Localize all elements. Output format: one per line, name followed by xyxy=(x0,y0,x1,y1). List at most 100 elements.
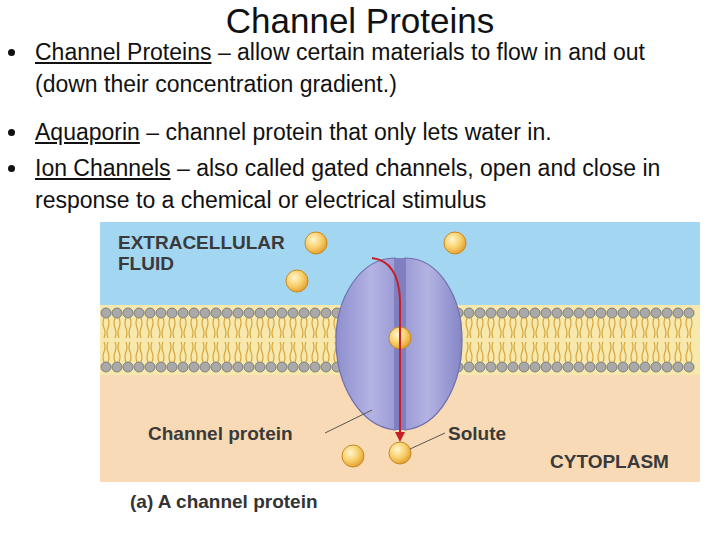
lipid-head xyxy=(244,362,254,372)
lipid-tail xyxy=(532,342,538,362)
lipid-head xyxy=(486,308,496,318)
part-label: Solute xyxy=(448,423,506,445)
lipid-tail xyxy=(554,318,560,338)
lipid-head xyxy=(607,308,617,318)
lipid-tail xyxy=(499,318,505,338)
lipid-tail xyxy=(653,318,659,338)
lipid-tail xyxy=(653,342,659,362)
lipid-head xyxy=(684,362,694,372)
lipid-head xyxy=(552,308,562,318)
lipid-head xyxy=(684,308,694,318)
lipid-tail xyxy=(125,342,131,362)
lipid-tail xyxy=(598,342,604,362)
lipid-tail xyxy=(466,318,472,338)
lipid-head xyxy=(563,362,573,372)
lipid-head xyxy=(475,308,485,318)
lipid-tail xyxy=(642,342,648,362)
lipid-head xyxy=(123,308,133,318)
lipid-head xyxy=(673,308,683,318)
lipid-tail xyxy=(675,318,681,338)
lipid-tail xyxy=(554,342,560,362)
lipid-head xyxy=(123,362,133,372)
lipid-head xyxy=(640,362,650,372)
lipid-tail xyxy=(103,342,109,362)
lipid-tail xyxy=(532,318,538,338)
lipid-head xyxy=(134,308,144,318)
lipid-head xyxy=(189,362,199,372)
lipid-head xyxy=(508,308,518,318)
lipid-tail xyxy=(620,318,626,338)
lipid-head xyxy=(508,362,518,372)
lipid-tail xyxy=(323,318,329,338)
lipid-tail xyxy=(565,342,571,362)
bullet-dot xyxy=(8,49,15,56)
lipid-tail xyxy=(114,318,120,338)
lipid-tail xyxy=(235,342,241,362)
lipid-head xyxy=(574,362,584,372)
lipid-head xyxy=(189,308,199,318)
lipid-tail xyxy=(664,318,670,338)
protein-half xyxy=(336,258,395,430)
lipid-tail xyxy=(136,342,142,362)
lipid-tail xyxy=(642,318,648,338)
lipid-tail xyxy=(191,318,197,338)
lipid-tail xyxy=(202,318,208,338)
lipid-head xyxy=(156,308,166,318)
lipid-tail xyxy=(268,342,274,362)
lipid-tail xyxy=(521,318,527,338)
lipid-tail xyxy=(191,342,197,362)
solutes xyxy=(286,232,466,467)
lipid-head xyxy=(244,308,254,318)
lipid-tail xyxy=(488,342,494,362)
slide-title: Channel Proteins xyxy=(0,0,720,42)
lipid-head xyxy=(321,362,331,372)
bullet-item: Channel Proteins– allow certain material… xyxy=(35,36,700,100)
lipid-tail xyxy=(587,318,593,338)
lipid-head xyxy=(266,362,276,372)
lipid-head xyxy=(211,362,221,372)
lipid-head xyxy=(167,362,177,372)
lipid-head xyxy=(277,308,287,318)
definition-text: – channel protein that only lets water i… xyxy=(146,119,551,145)
bullet-item: Ion Channels– also called gated channels… xyxy=(35,152,700,216)
lipid-head xyxy=(200,362,210,372)
lipid-tail xyxy=(565,318,571,338)
lipid-head xyxy=(497,362,507,372)
lipid-head xyxy=(321,308,331,318)
lipid-tail xyxy=(147,342,153,362)
lipid-tail xyxy=(312,318,318,338)
lipid-head xyxy=(211,308,221,318)
lipid-tail xyxy=(664,342,670,362)
lipid-tail xyxy=(180,318,186,338)
lipid-head xyxy=(673,362,683,372)
lipid-tail xyxy=(620,342,626,362)
lipid-tail xyxy=(202,342,208,362)
lipid-tail xyxy=(301,342,307,362)
lipid-head xyxy=(563,308,573,318)
lipid-head xyxy=(464,308,474,318)
lipid-head xyxy=(145,308,155,318)
lipid-tail xyxy=(125,318,131,338)
lipid-head xyxy=(178,362,188,372)
lipid-tail xyxy=(224,342,230,362)
bullet-dot xyxy=(8,129,15,136)
lipid-head xyxy=(629,362,639,372)
lipid-tail xyxy=(246,318,252,338)
lipid-tail xyxy=(301,318,307,338)
lipid-tail xyxy=(576,318,582,338)
lipid-head xyxy=(662,308,672,318)
lipid-tail xyxy=(477,342,483,362)
lipid-tail xyxy=(103,318,109,338)
lipid-tail xyxy=(268,318,274,338)
leader-line xyxy=(410,433,445,449)
lipid-tail xyxy=(686,318,692,338)
lipid-head xyxy=(310,308,320,318)
lipid-head xyxy=(541,362,551,372)
lipid-tail xyxy=(609,318,615,338)
lipid-tail xyxy=(477,318,483,338)
lipid-head xyxy=(277,362,287,372)
lipid-head xyxy=(530,308,540,318)
key-term: Aquaporin xyxy=(35,119,146,145)
lipid-head xyxy=(167,308,177,318)
